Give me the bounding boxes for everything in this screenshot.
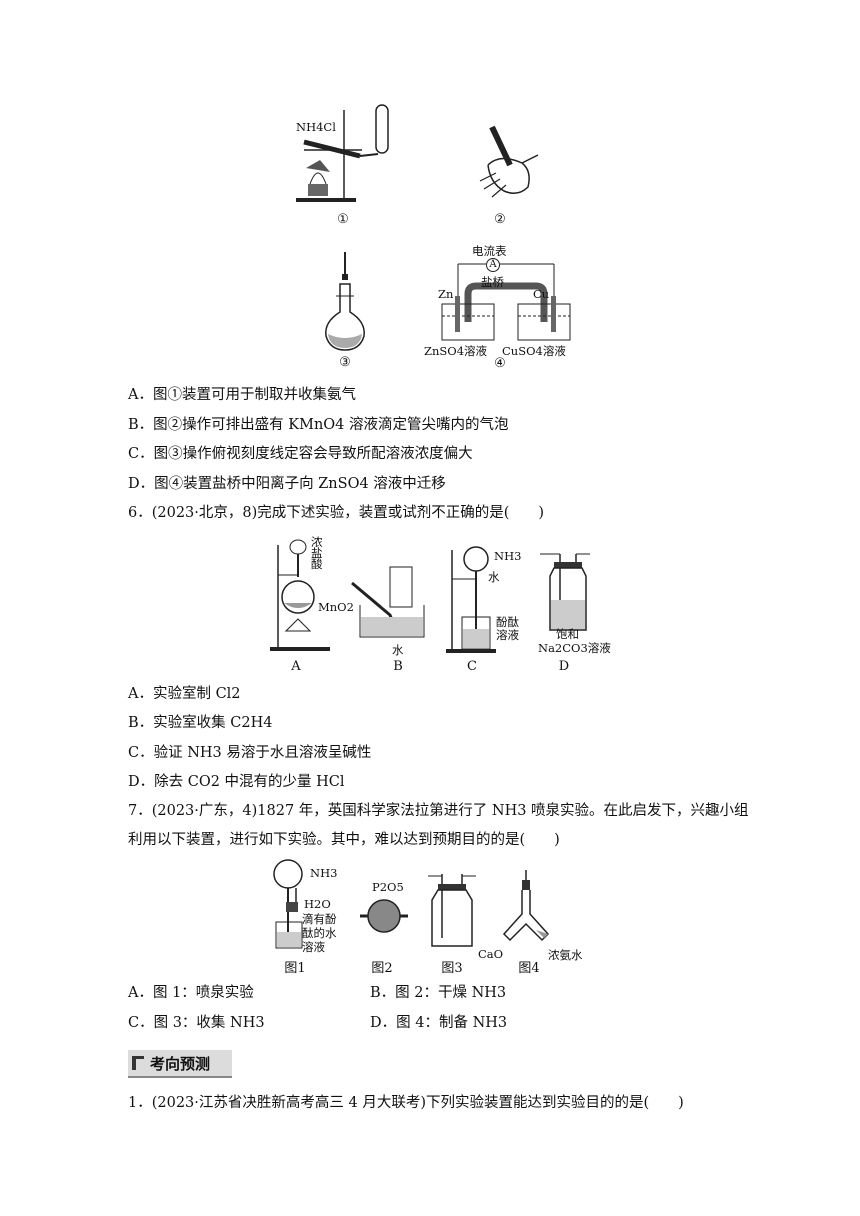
- q6-figure-a: [270, 539, 330, 651]
- q5-option-a: A．图①装置可用于制取并收集氨气: [128, 387, 356, 403]
- q6-d-sat-label: 饱和: [556, 627, 579, 641]
- nh4cl-label: NH4Cl: [296, 120, 336, 134]
- q7-figure-2-label: 图2: [371, 961, 393, 976]
- salt-bridge-label: 盐桥: [481, 275, 504, 289]
- q7-option-a: A．图 1：喷泉实验: [128, 985, 254, 1001]
- q7-f1-nh3-label: NH3: [310, 866, 338, 880]
- q7-f1-h2o-label: H2O: [304, 897, 331, 911]
- q6-option-d: D．除去 CO2 中混有的少量 HCl: [128, 774, 345, 790]
- q6-option-a: A．实验室制 Cl2: [128, 686, 241, 702]
- q7-figure-4-label: 图4: [518, 961, 540, 976]
- figure-4-label: ④: [494, 356, 506, 371]
- q5-option-c: C．图③操作俯视刻度线定容会导致所配溶液浓度偏大: [128, 446, 473, 462]
- ammeter-label: 电流表: [472, 244, 507, 258]
- figure-2-burette-hand: [479, 125, 539, 198]
- q6-figure-c-label: C: [467, 659, 477, 674]
- q7-figure-3-gas-bottle: [428, 874, 476, 947]
- figure-1-label: ①: [337, 212, 349, 227]
- znso4-label: ZnSO4溶液: [424, 344, 488, 358]
- q7-stem-line1: 7．(2023·广东，4)1827 年，英国科学家法拉第进行了 NH3 喷泉实验…: [128, 803, 749, 819]
- cuso4-label: CuSO4溶液: [502, 344, 566, 358]
- q7-f2-p2o5-label: P2O5: [372, 880, 404, 894]
- cu-label: Cu: [533, 287, 550, 301]
- q6-a-acid-label: 浓盐酸: [311, 535, 323, 571]
- section-title: 考向预测: [150, 1055, 211, 1073]
- q7-figure-4-y-tube: [502, 870, 550, 942]
- q7-option-c: C．图 3：收集 NH3: [128, 1015, 265, 1031]
- q7-f4-ammonia-label: 浓氨水: [548, 948, 583, 962]
- q6-figure-d: [540, 553, 590, 631]
- q6-stem: 6．(2023·北京，8)完成下述实验，装置或试剂不正确的是( ): [128, 505, 545, 521]
- q6-d-na2co3-label: Na2CO3溶液: [538, 641, 611, 655]
- q6-a-mno2-label: MnO2: [318, 600, 354, 614]
- figure-1-nh4cl-apparatus: [296, 104, 389, 202]
- section-header: 考向预测: [128, 1050, 232, 1078]
- figure-4-galvanic-cell: [441, 263, 571, 341]
- q7-option-b: B．图 2：干燥 NH3: [370, 985, 507, 1001]
- q7-figure-1-fountain: [273, 859, 303, 949]
- q7-figure-2-drying-tube: [360, 899, 408, 933]
- q7-figure-1-label: 图1: [284, 961, 306, 976]
- q6-option-b: B．实验室收集 C2H4: [128, 715, 273, 731]
- q6-figure-d-label: D: [558, 659, 570, 674]
- q6-figure-b-label: B: [393, 659, 403, 674]
- q6-option-c: C．验证 NH3 易溶于水且溶液呈碱性: [128, 745, 372, 761]
- q6-figure-a-label: A: [291, 659, 301, 674]
- q7-figure-3-label: 图3: [441, 961, 463, 976]
- q6-c-nh3-label: NH3: [494, 549, 522, 563]
- q7-option-d: D．图 4：制备 NH3: [370, 1015, 508, 1031]
- q6-figure-c: [446, 546, 496, 653]
- q6-b-water-label: 水: [392, 643, 404, 657]
- next-question-stem: 1．(2023·江苏省决胜新高考高三 4 月大联考)下列实验装置能达到实验目的的…: [128, 1095, 684, 1111]
- figure-3-label: ③: [339, 355, 351, 370]
- q5-option-b: B．图②操作可排出盛有 KMnO4 溶液滴定管尖嘴内的气泡: [128, 417, 509, 433]
- q6-c-water-label: 水: [488, 570, 500, 584]
- figure-2-label: ②: [494, 212, 506, 227]
- q6-figure-b: [351, 566, 425, 638]
- q7-f4-cao-label: CaO: [478, 947, 504, 961]
- q5-option-d: D．图④装置盐桥中阳离子向 ZnSO4 溶液中迁移: [128, 476, 446, 492]
- figure-3-volumetric-flask: [325, 252, 365, 351]
- q7-f1-sol-label: 滴有酚酞的水溶液: [302, 912, 337, 954]
- section-marker-icon: [132, 1056, 144, 1070]
- q6-c-phenol-label: 酚酞溶液: [496, 615, 519, 642]
- q7-stem-line2: 利用以下装置，进行如下实验。其中，难以达到预期目的的是( ): [128, 832, 560, 848]
- zn-label: Zn: [438, 287, 454, 301]
- ammeter-symbol: A: [486, 258, 500, 272]
